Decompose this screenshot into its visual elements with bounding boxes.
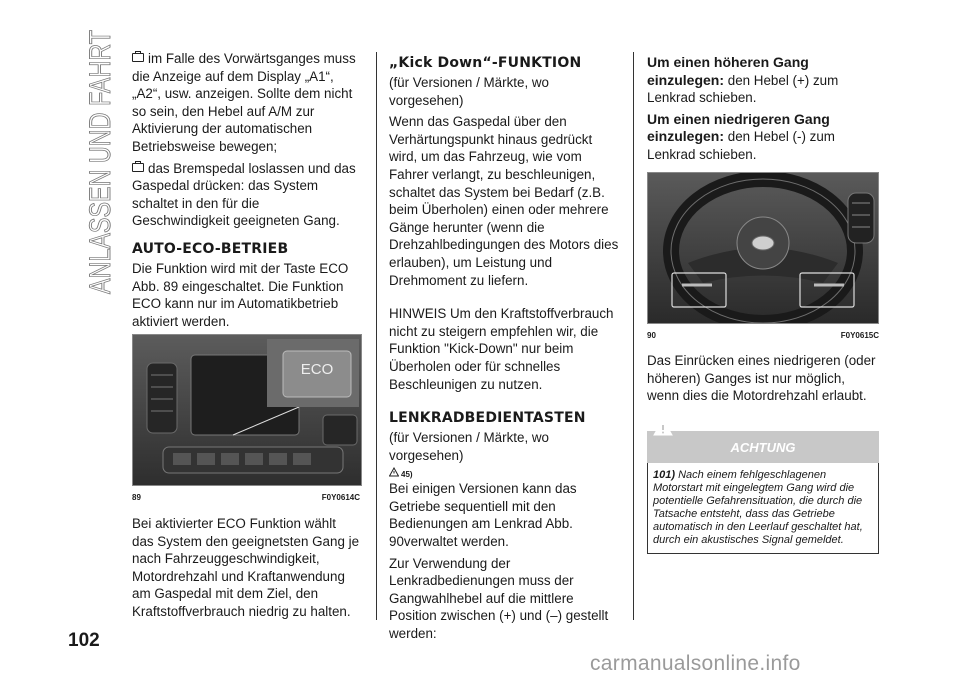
column-right: Um einen höheren Gang einzulegen: den He… (647, 54, 879, 554)
chapter-title-svg: ANLASSEN UND FAHRT (84, 30, 118, 295)
section-heading-auto-eco: AUTO-ECO-BETRIEB (132, 240, 289, 257)
figure-code: F0Y0615C (840, 330, 879, 340)
reference-number: 45) (401, 470, 413, 480)
column-divider-1 (376, 52, 377, 620)
figure-number: 89 (132, 493, 141, 503)
figure-eco-button: ECO (132, 334, 362, 487)
column-left: im Falle des Vorwärtsganges muss die Anz… (132, 50, 362, 624)
chapter-side-title: ANLASSEN UND FAHRT (78, 28, 120, 296)
steering-wheel-illustration (648, 172, 878, 323)
section-heading-steering-controls: LENKRADBEDIENTASTEN (389, 410, 586, 427)
achtung-body: 101) Nach einem fehlgeschlagenen Motorst… (647, 462, 879, 554)
shift-up-label: Um einen höheren Gang einzulegen: (647, 54, 809, 88)
bullet-item-2: das Bremspedal loslassen und das Gaspeda… (132, 160, 360, 230)
reference-row: 45) (389, 464, 621, 480)
shift-up-text: den Hebel (+) zum Lenkrad schieben. (647, 72, 839, 106)
paragraph: Die Funktion wird mit der Taste ECO Abb.… (132, 260, 349, 329)
warning-triangle-icon (653, 417, 673, 436)
bullet-icon (132, 51, 144, 62)
paragraph: Das Einrücken eines niedrigeren (oder hö… (647, 353, 876, 404)
shift-up-instruction: Um einen höheren Gang einzulegen: den He… (647, 54, 879, 107)
paragraph: Zur Verwendung der Lenkradbedienungen mu… (389, 555, 609, 642)
bullet-text: das Bremspedal loslassen und das Gaspeda… (132, 160, 356, 229)
figure-number: 90 (647, 330, 656, 340)
warning-triangle-icon (389, 467, 399, 477)
bullet-icon (132, 160, 144, 172)
achtung-title: ACHTUNG (730, 439, 796, 455)
achtung-header: ACHTUNG (647, 417, 879, 463)
paragraph: Wenn das Gaspedal über den Verhärtungspu… (389, 114, 619, 288)
paragraph: Bei aktivierter ECO Funktion wählt das S… (132, 515, 360, 619)
figure-caption: 90 F0Y0615C (647, 327, 879, 345)
column-middle: „Kick Down“-FUNKTION (für Versionen / Mä… (389, 54, 621, 647)
figure-steering-wheel (647, 171, 879, 324)
watermark: carmanualsonline.info (590, 652, 801, 675)
chapter-title-text: ANLASSEN UND FAHRT (84, 30, 117, 294)
dashboard-illustration (133, 335, 361, 486)
shift-down-label: Um einen niedrigeren Gang einzulegen: (647, 110, 830, 145)
subtitle: (für Versionen / Märkte, wo vorgesehen) (389, 75, 550, 108)
figure-code: F0Y0614C (321, 493, 360, 503)
figure-caption: 89 F0Y0614C (132, 489, 360, 507)
section-heading-kick-down: „Kick Down“-FUNKTION (389, 55, 582, 71)
subtitle: (für Versionen / Märkte, wo vorgesehen) (389, 430, 550, 463)
eco-label: ECO (300, 361, 334, 379)
note-paragraph: HINWEIS Um den Kraftstoffverbrauch nicht… (389, 306, 614, 392)
bullet-text: im Falle des Vorwärtsganges muss die Anz… (132, 51, 356, 154)
bullet-item-1: im Falle des Vorwärtsganges muss die Anz… (132, 50, 360, 156)
column-divider-2 (633, 52, 634, 620)
achtung-text: Nach einem fehlgeschlagenen Motorstart m… (653, 468, 863, 546)
page-number: 102 (68, 630, 100, 651)
paragraph: Bei einigen Versionen kann das Getriebe … (389, 481, 577, 550)
achtung-number: 101) (653, 468, 676, 481)
shift-down-text: den Hebel (-) zum Lenkrad schieben. (647, 129, 835, 162)
shift-down-instruction: Um einen niedrigeren Gang einzulegen: de… (647, 111, 879, 164)
